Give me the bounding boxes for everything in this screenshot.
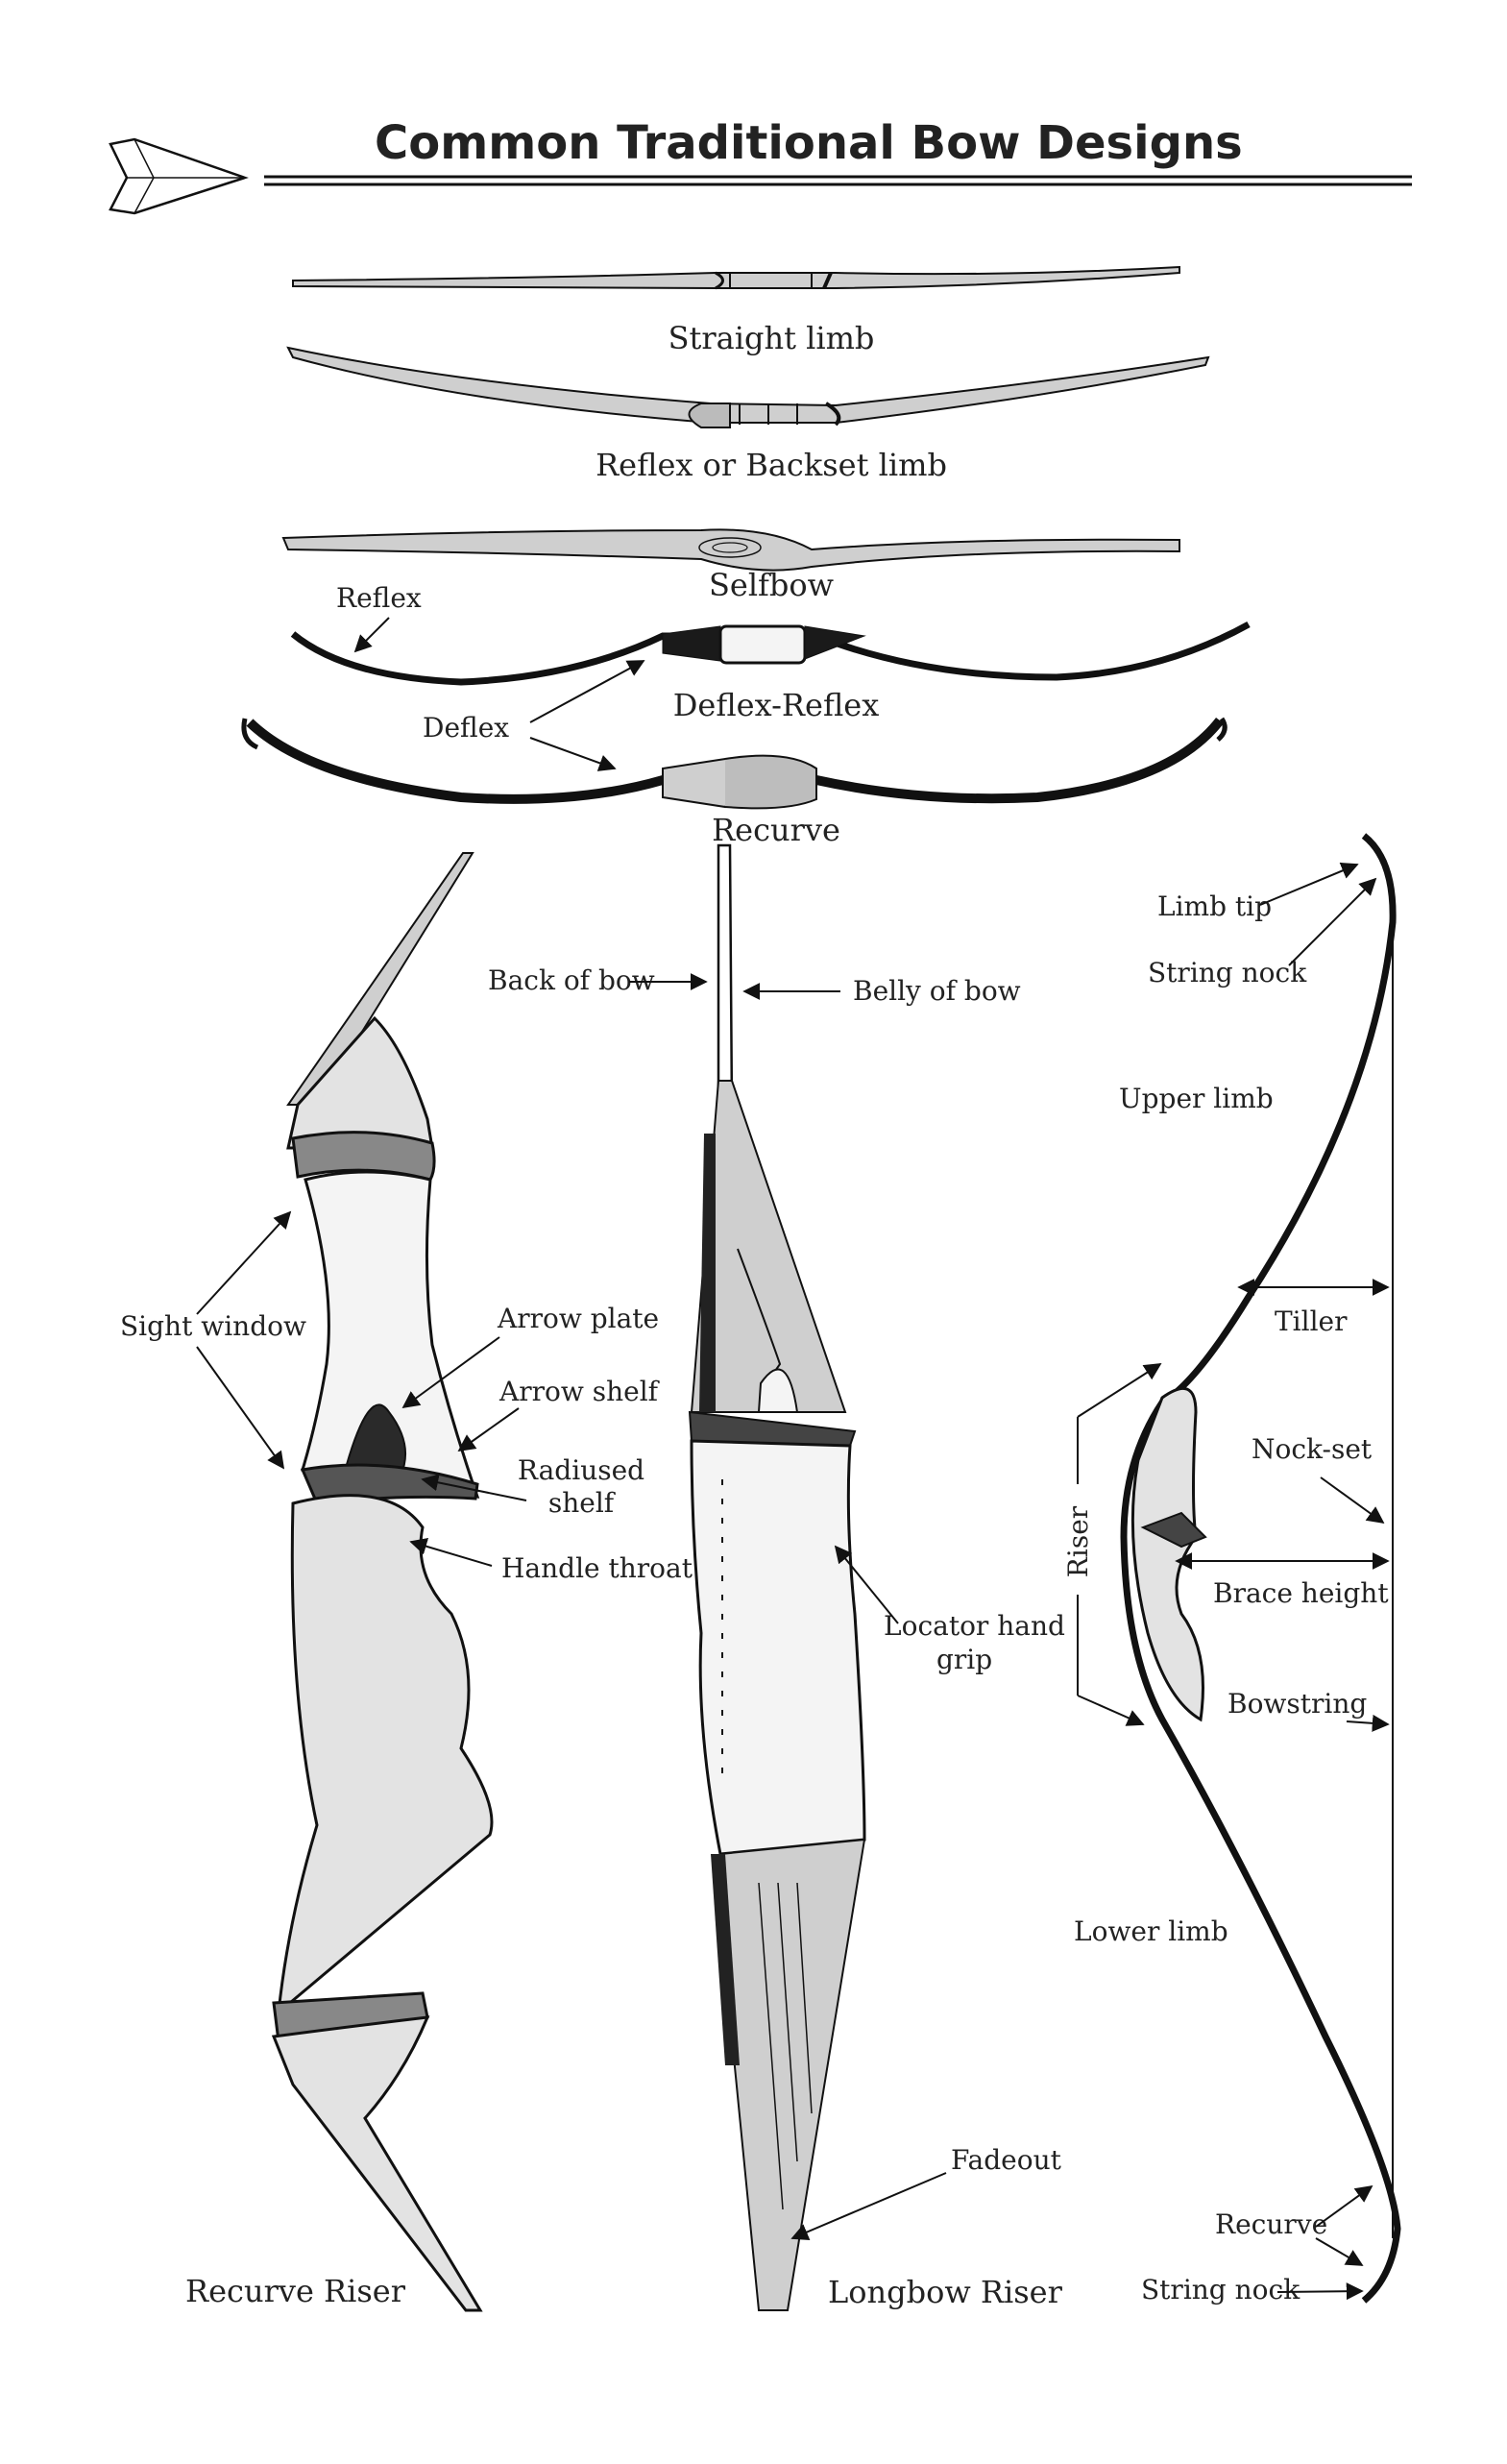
- locator-grip-pointer: [834, 1545, 899, 1624]
- fadeout-label: Fadeout: [951, 2144, 1062, 2176]
- locator-grip-label-1: Locator hand: [884, 1610, 1065, 1642]
- back-of-bow-label: Back of bow: [488, 964, 655, 996]
- sight-window-pointer-lower: [196, 1346, 285, 1470]
- recurve-pointer-lower: [1315, 2237, 1364, 2266]
- sight-window-pointer-upper: [196, 1210, 292, 1315]
- limb-tip-pointer: [1259, 862, 1359, 906]
- riser-bracket: [1077, 1363, 1162, 1726]
- deflex-pointer-lower: [529, 737, 617, 771]
- radiused-shelf-pointer: [421, 1474, 527, 1501]
- selfbow-label: Selfbow: [709, 567, 834, 603]
- arrow-shelf-pointer: [457, 1407, 520, 1452]
- deflex-pointer-upper: [529, 660, 645, 723]
- braced-bow-drawing: [1120, 833, 1401, 2304]
- straight-limb-label: Straight limb: [668, 320, 875, 356]
- string-nock-top-label: String nock: [1148, 957, 1307, 988]
- arrow-shelf-label: Arrow shelf: [498, 1376, 661, 1407]
- selfbow: [281, 528, 1180, 572]
- string-nock-bottom-pointer: [1276, 2282, 1364, 2301]
- recurve-label: Recurve: [712, 812, 840, 848]
- belly-of-bow-label: Belly of bow: [853, 975, 1021, 1007]
- recurve-pointer-upper: [1315, 2184, 1373, 2228]
- longbow-riser-caption: Longbow Riser: [828, 2274, 1063, 2310]
- handle-throat-pointer: [409, 1537, 493, 1567]
- reflex-pointer: [353, 617, 390, 653]
- upper-limb-label: Upper limb: [1119, 1083, 1274, 1114]
- recurve-tip-label: Recurve: [1215, 2208, 1327, 2240]
- deflex-reflex-bow: [290, 621, 1251, 686]
- riser-pointer-lower: [1077, 1695, 1145, 1726]
- nock-set-label: Nock-set: [1252, 1433, 1373, 1465]
- deflex-profile-label: Deflex: [423, 712, 509, 744]
- reflex-limb-bow: [286, 346, 1210, 428]
- page-title: Common Traditional Bow Designs: [375, 116, 1243, 170]
- reflex-profile-label: Reflex: [336, 582, 422, 614]
- tiller-label: Tiller: [1275, 1305, 1348, 1337]
- string-nock-bottom-label: String nock: [1141, 2274, 1300, 2305]
- reflex-limb-label: Reflex or Backset limb: [596, 447, 947, 483]
- string-nock-top-pointer: [1288, 877, 1377, 966]
- recurve-riser-drawing: [271, 852, 494, 2312]
- fadeout-pointer: [790, 2172, 947, 2240]
- lower-limb-label: Lower limb: [1074, 1915, 1228, 1947]
- handle-throat-label: Handle throat: [501, 1552, 693, 1584]
- longbow-riser-drawing: [688, 843, 866, 2311]
- locator-grip-label-2: grip: [936, 1644, 992, 1675]
- recurve-riser-caption: Recurve Riser: [185, 2273, 406, 2309]
- nock-set-pointer: [1320, 1476, 1385, 1525]
- bowstring-pointer: [1346, 1714, 1390, 1732]
- riser-pointer-upper: [1077, 1363, 1162, 1418]
- radiused-shelf-label-1: Radiused: [518, 1454, 644, 1486]
- bowstring-label: Bowstring: [1227, 1688, 1367, 1720]
- arrow-plate-pointer: [401, 1336, 500, 1409]
- sight-window-label: Sight window: [120, 1310, 306, 1342]
- recurve-bow: [241, 717, 1227, 810]
- straight-limb-bow: [292, 265, 1180, 290]
- limb-tip-label: Limb tip: [1157, 890, 1272, 922]
- riser-label: Riser: [1062, 1505, 1094, 1577]
- arrowhead-icon: [109, 137, 249, 215]
- deflex-reflex-label: Deflex-Reflex: [673, 687, 880, 723]
- arrow-plate-label: Arrow plate: [497, 1303, 659, 1334]
- brace-height-label: Brace height: [1213, 1577, 1389, 1609]
- radiused-shelf-label-2: shelf: [548, 1487, 617, 1519]
